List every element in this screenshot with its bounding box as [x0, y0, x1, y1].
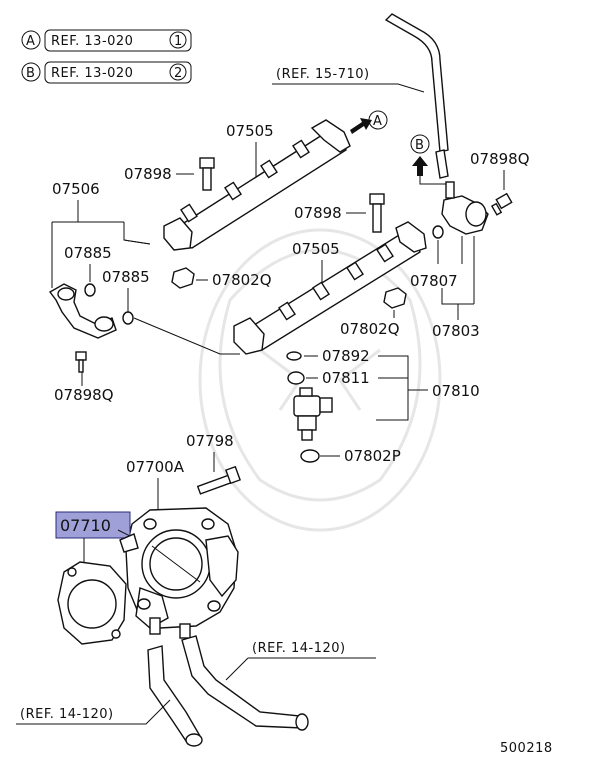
ref-b-marker: B [26, 66, 35, 81]
part-07898q-right: 07898Q [470, 150, 530, 168]
arrow-b-label: B [415, 138, 424, 153]
part-07892: 07892 [322, 347, 370, 365]
bolt-07798 [196, 465, 241, 495]
fuel-rail-upper [163, 119, 351, 251]
part-07505-mid: 07505 [292, 240, 340, 258]
fuel-injector [293, 387, 333, 441]
part-07700a: 07700A [126, 458, 185, 476]
ref-b-text: REF. 13-020 [51, 66, 133, 81]
part-07710: 07710 [60, 516, 111, 535]
ref-b-row: B REF. 13-020 2 [21, 61, 192, 84]
o-ring-07892 [286, 351, 302, 361]
seal-07802p [300, 449, 320, 463]
part-07802p: 07802P [344, 447, 401, 465]
insulator-07802q-a [171, 267, 195, 289]
bolt-07898q-left [75, 351, 87, 373]
part-07885-b: 07885 [102, 268, 150, 286]
ref-a-text: REF. 13-020 [51, 34, 133, 49]
part-07803: 07803 [432, 322, 480, 340]
coolant-hose-lower [147, 635, 309, 747]
ref-a-num: 1 [174, 34, 183, 49]
part-07885-a: 07885 [64, 244, 112, 262]
part-07807: 07807 [410, 272, 458, 290]
part-07710-highlight [55, 511, 131, 539]
ref-b-num: 2 [174, 66, 183, 81]
throttle-body [125, 507, 239, 639]
fuel-pipe-07506 [48, 283, 117, 339]
part-07802q-a: 07802Q [212, 271, 272, 289]
part-07898q-left: 07898Q [54, 386, 114, 404]
part-07798: 07798 [186, 432, 234, 450]
arrow-a-label: A [373, 114, 382, 129]
bolt-07898-top [199, 157, 215, 191]
ref-a-row: A REF. 13-020 1 [21, 29, 192, 52]
gasket-07710 [57, 561, 127, 645]
ref-a-marker: A [26, 34, 35, 49]
part-07810: 07810 [432, 382, 480, 400]
part-07506: 07506 [52, 180, 100, 198]
arrow-a [350, 118, 372, 134]
fuel-rail-lower [233, 221, 427, 355]
figure-id: 500218 [500, 741, 553, 756]
ref-14-120-right: (REF. 14-120) [252, 641, 346, 656]
part-07802q-b: 07802Q [340, 320, 400, 338]
part-07898-top: 07898 [124, 165, 172, 183]
bolt-07898-mid [369, 193, 385, 233]
part-07811: 07811 [322, 369, 370, 387]
watermark [198, 228, 442, 532]
pressure-regulator [441, 181, 489, 235]
cushion-07811 [287, 371, 305, 385]
insulator-07802q-b [383, 287, 407, 309]
part-07505-top: 07505 [226, 122, 274, 140]
ref-14-120-left: (REF. 14-120) [20, 707, 114, 722]
ref-15-710: (REF. 15-710) [276, 67, 370, 82]
bolt-07898q-right [490, 192, 513, 216]
arrow-b [412, 156, 428, 176]
part-07898-mid: 07898 [294, 204, 342, 222]
fuel-hose-top [384, 13, 449, 153]
